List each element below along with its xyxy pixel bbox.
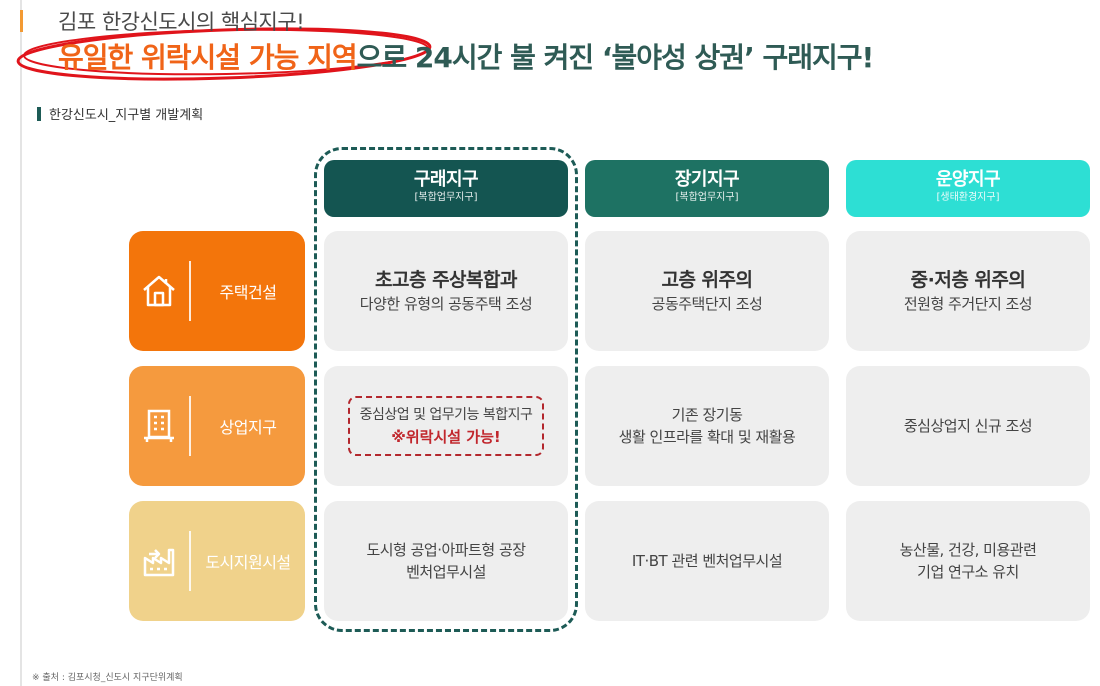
- row-label-text: 도시지원시설: [205, 553, 291, 572]
- cell-gurae-urban-support: 도시형 공업·아파트형 공장 벤처업무시설: [324, 501, 568, 621]
- cell-title: 고층 위주의: [661, 269, 753, 291]
- red-circle-annotation: [16, 27, 432, 81]
- row-label-divider: [189, 396, 191, 456]
- cell-title: 중·저층 위주의: [910, 269, 1026, 291]
- column-subname: [복합업무지구]: [414, 192, 478, 203]
- row-label-divider: [189, 261, 191, 321]
- cell-unyang-housing: 중·저층 위주의 전원형 주거단지 조성: [846, 231, 1090, 351]
- cell-desc-line1: 도시형 공업·아파트형 공장: [366, 541, 526, 559]
- column-subname: [생태환경지구]: [936, 192, 1000, 203]
- building-icon: [129, 391, 189, 461]
- amusement-allowed-note: ※위락시설 가능!: [391, 428, 501, 446]
- cell-unyang-urban-support: 농산물, 건강, 미용관련 기업 연구소 유치: [846, 501, 1090, 621]
- cell-gurae-housing: 초고층 주상복합과 다양한 유형의 공동주택 조성: [324, 231, 568, 351]
- cell-gurae-commercial: 중심상업 및 업무기능 복합지구 ※위락시설 가능!: [324, 366, 568, 486]
- factory-icon: [129, 526, 189, 596]
- row-label-housing: 주택건설: [129, 231, 305, 351]
- header-title-highlight: 유일한 위락시설 가능 지역: [58, 41, 358, 74]
- gurae-highlight-box: [314, 147, 578, 632]
- row-label-text: 주택건설: [219, 283, 277, 302]
- column-header-gurae: 구래지구 [복합업무지구]: [324, 160, 568, 217]
- cell-desc: 다양한 유형의 공동주택 조성: [359, 295, 533, 313]
- header-title-rest: 으로 24시간 불 켜진 ‘불야성 상권’ 구래지구!: [356, 41, 875, 74]
- row-label-urban-support: 도시지원시설: [129, 501, 305, 621]
- header-subtitle: 김포 한강신도시의 핵심지구!: [58, 10, 305, 34]
- header-title: 유일한 위락시설 가능 지역으로 24시간 불 켜진 ‘불야성 상권’ 구래지구…: [58, 36, 875, 76]
- column-name: 운양지구: [935, 169, 1001, 190]
- row-label-divider: [189, 531, 191, 591]
- cell-desc: 전원형 주거단지 조성: [903, 295, 1033, 313]
- subheading-text: 한강신도시_지구별 개발계획: [49, 108, 204, 123]
- cell-janggi-housing: 고층 위주의 공동주택단지 조성: [585, 231, 829, 351]
- column-name: 장기지구: [674, 169, 740, 190]
- left-border-line: [20, 0, 22, 686]
- cell-desc: 공동주택단지 조성: [651, 295, 763, 313]
- header-accent-bar: [20, 10, 23, 32]
- column-header-janggi: 장기지구 [복합업무지구]: [585, 160, 829, 217]
- section-subheading: 한강신도시_지구별 개발계획: [37, 104, 203, 123]
- cell-desc-line2: 기업 연구소 유치: [917, 563, 1019, 581]
- cell-title: 초고층 주상복합과: [375, 269, 517, 291]
- cell-unyang-commercial: 중심상업지 신규 조성: [846, 366, 1090, 486]
- column-subname: [복합업무지구]: [675, 192, 739, 203]
- row-label-text: 상업지구: [219, 418, 277, 437]
- subheading-marker: [37, 106, 41, 121]
- cell-desc: 중심상업 및 업무기능 복합지구: [359, 407, 533, 423]
- cell-desc-line1: 기존 장기동: [671, 406, 743, 424]
- cell-desc-line1: 농산물, 건강, 미용관련: [899, 541, 1037, 559]
- column-header-unyang: 운양지구 [생태환경지구]: [846, 160, 1090, 217]
- cell-janggi-urban-support: IT·BT 관련 벤처업무시설: [585, 501, 829, 621]
- cell-desc: IT·BT 관련 벤처업무시설: [631, 552, 783, 570]
- cell-desc: 중심상업지 신규 조성: [903, 417, 1033, 435]
- house-icon: [129, 256, 189, 326]
- column-name: 구래지구: [413, 169, 479, 190]
- amusement-highlight-box: 중심상업 및 업무기능 복합지구 ※위락시설 가능!: [347, 396, 545, 456]
- cell-janggi-commercial: 기존 장기동 생활 인프라를 확대 및 재활용: [585, 366, 829, 486]
- row-label-commercial: 상업지구: [129, 366, 305, 486]
- cell-desc-line2: 벤처업무시설: [406, 563, 486, 581]
- source-footnote: ※ 출처 : 김포시청_신도시 지구단위계획: [32, 673, 183, 683]
- cell-desc-line2: 생활 인프라를 확대 및 재활용: [618, 428, 796, 446]
